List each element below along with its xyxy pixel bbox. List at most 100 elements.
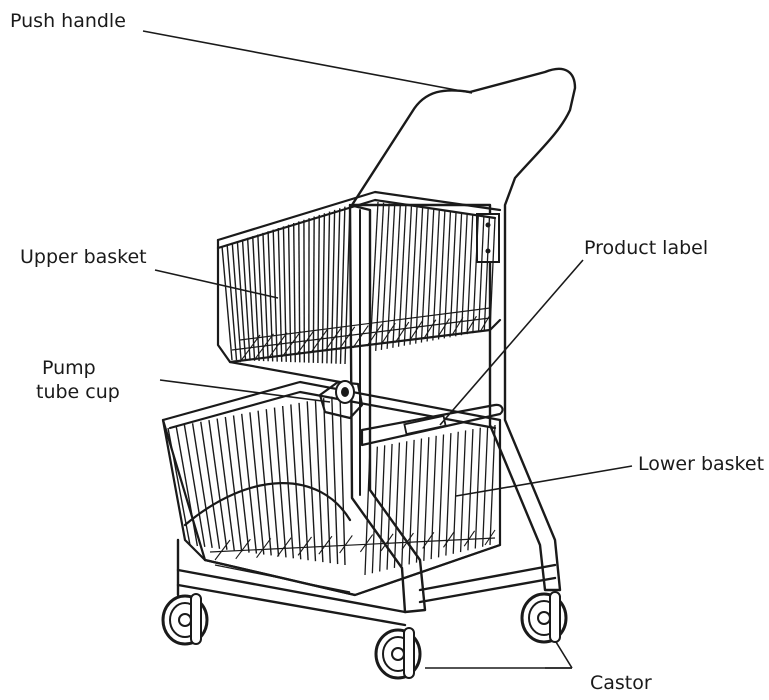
- basket-wire: [338, 326, 356, 350]
- leader-lines: [142, 30, 633, 669]
- basket-wire: [397, 205, 407, 347]
- basket-wire: [282, 226, 287, 362]
- basket-wire: [422, 531, 435, 549]
- basket-wire: [380, 322, 396, 345]
- basket-wire: [423, 437, 430, 561]
- basket-wire: [451, 317, 464, 336]
- basket-wire: [426, 209, 435, 342]
- basket-wire: [281, 331, 302, 358]
- label-castor: Castor: [590, 672, 652, 694]
- label-product-label: Product label: [584, 237, 709, 259]
- basket-wire: [183, 424, 206, 548]
- basket-wire: [339, 206, 346, 364]
- basket-wire: [489, 424, 496, 546]
- basket-wire: [452, 431, 459, 554]
- castor-front-left: [374, 626, 422, 680]
- label-tube-cup: tube cup: [36, 381, 120, 403]
- basket-wire: [257, 410, 272, 556]
- basket-wire: [236, 241, 247, 361]
- basket-wire: [371, 446, 379, 574]
- basket-wire: [423, 319, 437, 340]
- basket-wire: [420, 208, 429, 343]
- leader-push-handle: [142, 30, 473, 94]
- basket-wire: [443, 211, 452, 339]
- basket-wire: [477, 216, 485, 333]
- basket-wire: [415, 438, 423, 563]
- basket-wire: [481, 426, 489, 547]
- basket-wire: [445, 433, 452, 556]
- basket-wire: [318, 535, 333, 555]
- upper-basket-floor-wires: [231, 307, 491, 363]
- basket-wire: [331, 396, 339, 565]
- basket-wire: [224, 416, 243, 552]
- basket-wire: [409, 207, 418, 345]
- basket-wire: [252, 236, 260, 361]
- basket-wire: [463, 530, 476, 547]
- upper-basket-front-wires: [221, 201, 496, 365]
- basket-wire: [257, 234, 265, 362]
- basket-wire: [366, 324, 383, 347]
- basket-wire: [226, 244, 238, 361]
- basket-wire: [359, 534, 374, 553]
- basket-wire: [472, 215, 479, 334]
- basket-wire: [386, 204, 396, 349]
- basket-wire: [408, 439, 415, 565]
- basket-wire: [306, 401, 317, 562]
- leader-pump-tube-cup: [159, 379, 331, 403]
- basket-wire: [339, 535, 353, 554]
- basket-wire: [432, 210, 440, 341]
- basket-wire: [256, 538, 272, 559]
- basket-wire: [239, 334, 261, 363]
- basket-wire: [200, 421, 221, 549]
- leader-upper-basket: [154, 269, 279, 299]
- leader-lower-basket: [455, 465, 633, 497]
- basket-wire: [449, 212, 457, 338]
- basket-wire: [239, 307, 491, 341]
- basket-wire: [466, 214, 474, 335]
- basket-wire: [474, 427, 481, 549]
- basket-wire: [175, 426, 199, 547]
- label-push-handle: Push handle: [10, 10, 126, 32]
- lower-basket: [161, 380, 502, 597]
- label-pump: Pump: [42, 357, 96, 379]
- basket-wire: [465, 315, 477, 335]
- basket-wire: [246, 237, 256, 361]
- basket-wire: [459, 430, 467, 553]
- basket-wire: [231, 317, 491, 351]
- basket-wire: [321, 213, 326, 364]
- basket-wire: [249, 412, 265, 555]
- basket-wire: [344, 204, 351, 365]
- basket-wire: [298, 221, 301, 363]
- basket-wire: [324, 327, 342, 352]
- basket-wire: [262, 232, 269, 362]
- basket-wire: [241, 413, 258, 554]
- castor-front-right: [520, 590, 568, 644]
- basket-wire: [437, 318, 450, 338]
- basket-wire: [369, 201, 379, 353]
- basket-wire: [232, 415, 250, 553]
- basket-wire: [209, 537, 496, 553]
- basket-wire: [221, 245, 233, 361]
- pump-tube-cup: [318, 380, 364, 420]
- basket-wire: [437, 434, 445, 558]
- basket-wire: [191, 423, 213, 548]
- basket-wire: [375, 202, 385, 351]
- basket-wire: [272, 229, 278, 362]
- basket-wire: [401, 441, 408, 567]
- basket-wire: [287, 224, 292, 363]
- basket-wire: [443, 531, 455, 548]
- basket-wire: [380, 533, 394, 552]
- basket-wire: [216, 418, 235, 551]
- basket-wire: [403, 206, 413, 346]
- basket-wire: [460, 214, 468, 336]
- basket-wire: [290, 404, 302, 560]
- basket-wire: [430, 435, 437, 560]
- basket-wire: [214, 539, 231, 561]
- basket-wire: [235, 538, 251, 560]
- basket-wire: [455, 213, 463, 337]
- upper-basket: [216, 190, 502, 384]
- basket-wire: [322, 398, 331, 564]
- basket-wire: [298, 402, 309, 561]
- basket-wire: [392, 205, 401, 348]
